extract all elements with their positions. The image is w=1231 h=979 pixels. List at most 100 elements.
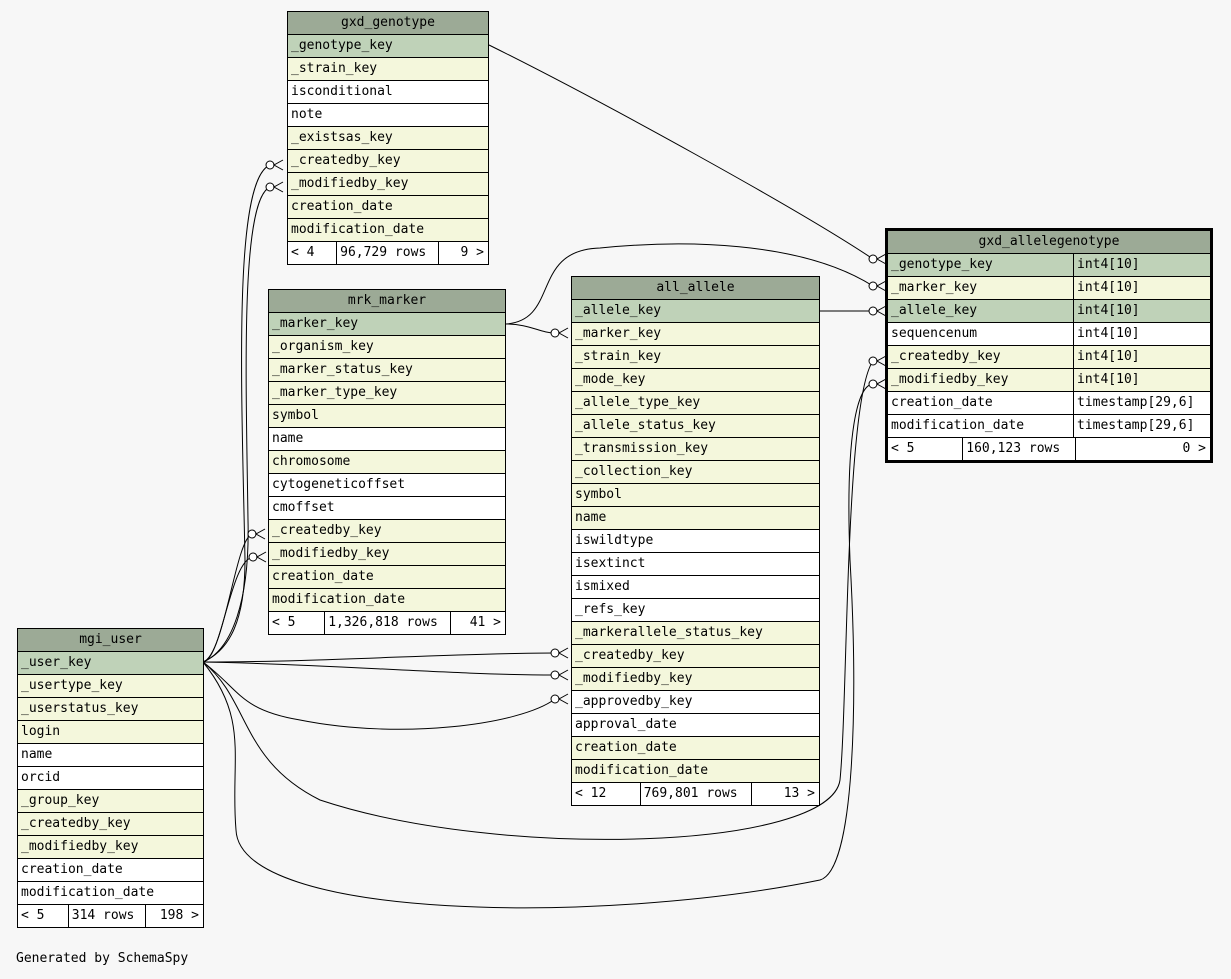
column-type: int4[10] <box>1073 323 1210 345</box>
column-row[interactable]: _usertype_key <box>18 675 203 698</box>
column-row[interactable]: _approvedby_key <box>572 691 819 714</box>
column-row[interactable]: symbol <box>572 484 819 507</box>
parents-count[interactable]: < 12 <box>572 783 641 805</box>
column-row[interactable]: chromosome <box>269 451 505 474</box>
children-count[interactable]: 13 > <box>783 786 816 801</box>
parents-count[interactable]: < 5 <box>269 612 326 634</box>
column-row[interactable]: _refs_key <box>572 599 819 622</box>
children-count[interactable]: 198 > <box>159 908 199 923</box>
column-row[interactable]: login <box>18 721 203 744</box>
column-row[interactable]: name <box>572 507 819 530</box>
column-row[interactable]: modification_date <box>288 219 488 242</box>
row-count[interactable]: 160,123 rows <box>963 438 1077 460</box>
column-row[interactable]: ismixed <box>572 576 819 599</box>
column-row[interactable]: creation_date <box>288 196 488 219</box>
column-row[interactable]: _organism_key <box>269 336 505 359</box>
parents-count[interactable]: < 5 <box>18 905 69 927</box>
crowfoot-icon <box>255 551 267 563</box>
column-row[interactable]: _transmission_key <box>572 438 819 461</box>
table-title[interactable]: gxd_allelegenotype <box>888 231 1210 254</box>
column-type: int4[10] <box>1073 277 1210 299</box>
column-row[interactable]: modification_date <box>269 589 505 612</box>
column-row[interactable]: name <box>18 744 203 767</box>
crowfoot-icon <box>557 693 569 705</box>
column-row[interactable]: _allele_type_key <box>572 392 819 415</box>
table-mrk-marker[interactable]: mrk_marker_marker_key_organism_key_marke… <box>268 289 506 635</box>
column-name: creation_date <box>272 569 374 584</box>
rel-user-to-marker-created <box>202 533 253 663</box>
column-row[interactable]: isextinct <box>572 553 819 576</box>
table-title[interactable]: all_allele <box>572 277 819 300</box>
column-row[interactable]: _modifiedby_key <box>18 836 203 859</box>
column-row[interactable]: creation_date <box>572 737 819 760</box>
column-row[interactable]: name <box>269 428 505 451</box>
column-name: creation_date <box>891 395 993 410</box>
column-row[interactable]: _allele_key <box>572 300 819 323</box>
table-title[interactable]: gxd_genotype <box>288 12 488 35</box>
table-mgi-user[interactable]: mgi_user_user_key_usertype_key_userstatu… <box>17 628 204 928</box>
column-row[interactable]: _modifiedby_key <box>288 173 488 196</box>
column-row[interactable]: _userstatus_key <box>18 698 203 721</box>
column-row[interactable]: _modifiedby_key <box>269 543 505 566</box>
column-row[interactable]: _marker_status_key <box>269 359 505 382</box>
column-row[interactable]: modification_date <box>18 882 203 905</box>
column-name: _collection_key <box>575 464 693 479</box>
column-row[interactable]: _collection_key <box>572 461 819 484</box>
column-row[interactable]: _group_key <box>18 790 203 813</box>
column-row[interactable]: _existsas_key <box>288 127 488 150</box>
table-all-allele[interactable]: all_allele_allele_key_marker_key_strain_… <box>571 276 820 806</box>
column-row[interactable]: _mode_key <box>572 369 819 392</box>
column-row[interactable]: _user_key <box>18 652 203 675</box>
children-count[interactable]: 0 > <box>1182 441 1206 456</box>
column-row[interactable]: _marker_key <box>572 323 819 346</box>
row-count[interactable]: 1,326,818 rows <box>325 612 451 634</box>
column-name: isextinct <box>575 556 646 571</box>
column-row[interactable]: _createdby_key <box>572 645 819 668</box>
column-row[interactable]: approval_date <box>572 714 819 737</box>
column-row[interactable]: _strain_key <box>572 346 819 369</box>
table-title[interactable]: mgi_user <box>18 629 203 652</box>
row-count[interactable]: 314 rows <box>69 905 146 927</box>
column-row[interactable]: _markerallele_status_key <box>572 622 819 645</box>
column-row[interactable]: _marker_key <box>269 313 505 336</box>
children-count[interactable]: 41 > <box>469 615 501 630</box>
crowfoot-icon <box>272 181 284 193</box>
row-count[interactable]: 96,729 rows <box>337 242 439 264</box>
column-row[interactable]: _createdby_key <box>288 150 488 173</box>
column-row[interactable]: isconditional <box>288 81 488 104</box>
column-row[interactable]: _marker_type_key <box>269 382 505 405</box>
column-row[interactable]: orcid <box>18 767 203 790</box>
column-row[interactable]: modification_date <box>572 760 819 783</box>
column-row[interactable]: _createdby_key <box>18 813 203 836</box>
parents-count[interactable]: < 4 <box>288 242 338 264</box>
column-row[interactable]: _createdby_key <box>269 520 505 543</box>
children-count[interactable]: 9 > <box>460 245 485 260</box>
table-title[interactable]: mrk_marker <box>269 290 505 313</box>
column-type: int4[10] <box>1073 254 1210 276</box>
column-row[interactable]: _allele_status_key <box>572 415 819 438</box>
column-row[interactable]: creation_date <box>269 566 505 589</box>
rel-user-to-allelegenotype-modified <box>202 383 874 909</box>
column-row[interactable]: cmoffset <box>269 497 505 520</box>
column-row[interactable]: _strain_key <box>288 58 488 81</box>
column-row[interactable]: note <box>288 104 488 127</box>
column-row[interactable]: _modifiedby_key <box>572 668 819 691</box>
column-row[interactable]: _genotype_key <box>288 35 488 58</box>
parents-count[interactable]: < 5 <box>888 438 964 460</box>
column-name: _approvedby_key <box>575 694 693 709</box>
column-row[interactable]: creation_date <box>18 859 203 882</box>
column-row[interactable]: iswildtype <box>572 530 819 553</box>
column-row[interactable]: cytogeneticoffset <box>269 474 505 497</box>
column-row[interactable]: symbol <box>269 405 505 428</box>
row-count[interactable]: 769,801 rows <box>641 783 753 805</box>
